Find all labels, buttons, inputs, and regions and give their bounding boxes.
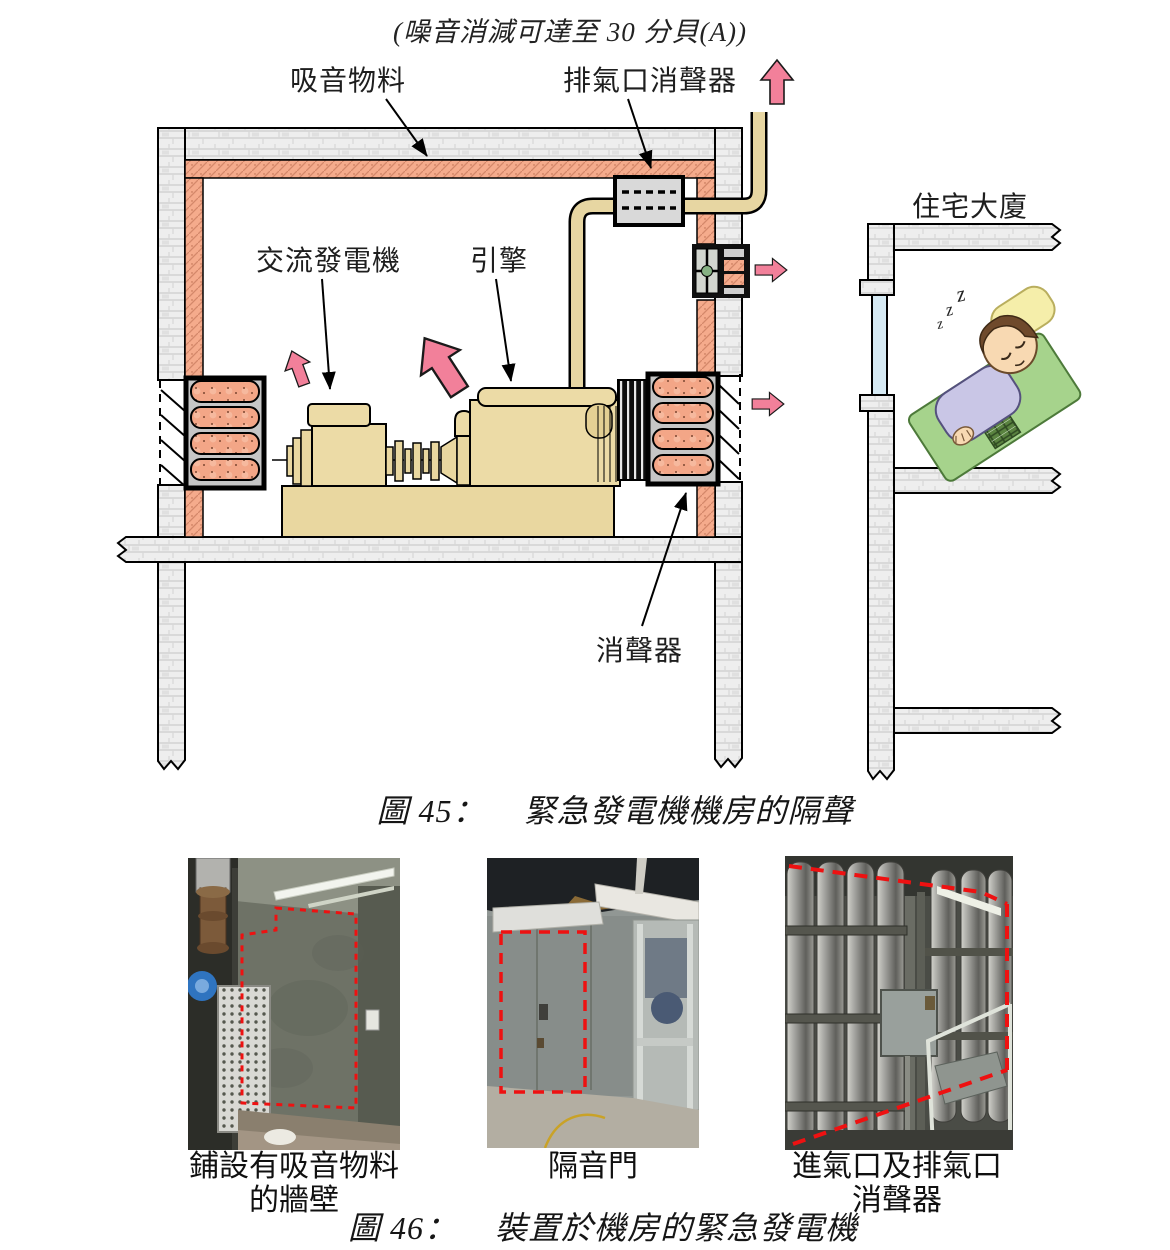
generator-set [272, 379, 649, 538]
caption-acoustic-door: 隔音門 [448, 1150, 738, 1184]
figure46-title: 裝置於機房的緊急發電機 [495, 1210, 859, 1246]
base-plinth [281, 485, 615, 538]
vent-right-arrow-icon [754, 257, 788, 283]
photo-silencers [784, 856, 1013, 1155]
engine [454, 387, 621, 487]
caption-line: 的牆壁 [249, 1184, 339, 1217]
photo-absorptive-wall [187, 857, 400, 1155]
highlight-outline [788, 864, 1009, 1146]
caption-line: 進氣口及排氣口 [792, 1150, 1002, 1183]
caption-line: 鋪設有吸音物料 [189, 1150, 399, 1183]
caption-line: 隔音門 [548, 1150, 638, 1183]
label-absorbing-material: 吸音物料 [290, 65, 406, 97]
closed-eyes [1001, 340, 1026, 360]
alternator [286, 403, 387, 487]
caption-line: 消聲器 [852, 1184, 942, 1217]
label-alternator: 交流發電機 [256, 245, 401, 277]
smile [1015, 360, 1025, 367]
leader-lines [321, 98, 688, 627]
label-engine: 引擎 [470, 245, 528, 277]
residential-building [859, 223, 1062, 781]
figure45-title: 緊急發電機機房的隔聲 [523, 793, 854, 829]
label-silencer: 消聲器 [596, 635, 683, 667]
silencer-right-arrow-icon [751, 391, 785, 417]
highlight-outline [240, 906, 358, 1110]
generator-room-diagram: 吸音物料 排氣口消聲器 交流發電機 引擎 消聲器 住宅大廈 z z z [116, 58, 1082, 781]
noise-arrow-large-icon [419, 336, 470, 399]
highlight-outline [499, 930, 587, 1094]
figure45-label: 圖 45： [376, 793, 486, 829]
noise-arrow-small-icon [284, 350, 312, 388]
noise-reduction-note: (噪音消減可達至 30 分貝(A)) [393, 17, 747, 47]
exhaust-outlet-silencer-box [613, 175, 685, 227]
shaft-coupling [385, 434, 472, 486]
zzz-text: z [935, 316, 945, 333]
figure46-label: 圖 46： [347, 1210, 457, 1246]
window [871, 294, 888, 396]
noise-arrows [284, 58, 795, 417]
sound-absorbing-lining [184, 159, 716, 538]
exhaust-up-arrow-icon [759, 58, 795, 105]
pyjama-arm [934, 364, 1022, 443]
caption-absorptive-wall: 鋪設有吸音物料 的牆壁 [144, 1150, 444, 1218]
hand [952, 426, 975, 446]
sleeping-resident: z z z [907, 281, 1082, 482]
wall-vent-unit [692, 244, 750, 298]
photo-acoustic-door [487, 858, 700, 1153]
discharge-silencer [645, 371, 741, 487]
diagram-labels: 吸音物料 排氣口消聲器 交流發電機 引擎 消聲器 住宅大廈 [256, 65, 1028, 667]
caption-silencers: 進氣口及排氣口 消聲器 [747, 1150, 1047, 1218]
hair [979, 314, 1039, 354]
figure46-caption: 圖 46： 裝置於機房的緊急發電機 [18, 1203, 1170, 1249]
label-exhaust-outlet-silencer: 排氣口消聲器 [563, 65, 737, 97]
radiator-fan [617, 379, 649, 481]
zzz-text: z [943, 299, 955, 320]
intake-silencer [159, 375, 267, 491]
zzz-text: z [953, 281, 968, 308]
figure45-caption: 圖 45： 緊急發電機機房的隔聲 [30, 786, 1170, 832]
label-residential-building: 住宅大廈 [912, 191, 1028, 223]
